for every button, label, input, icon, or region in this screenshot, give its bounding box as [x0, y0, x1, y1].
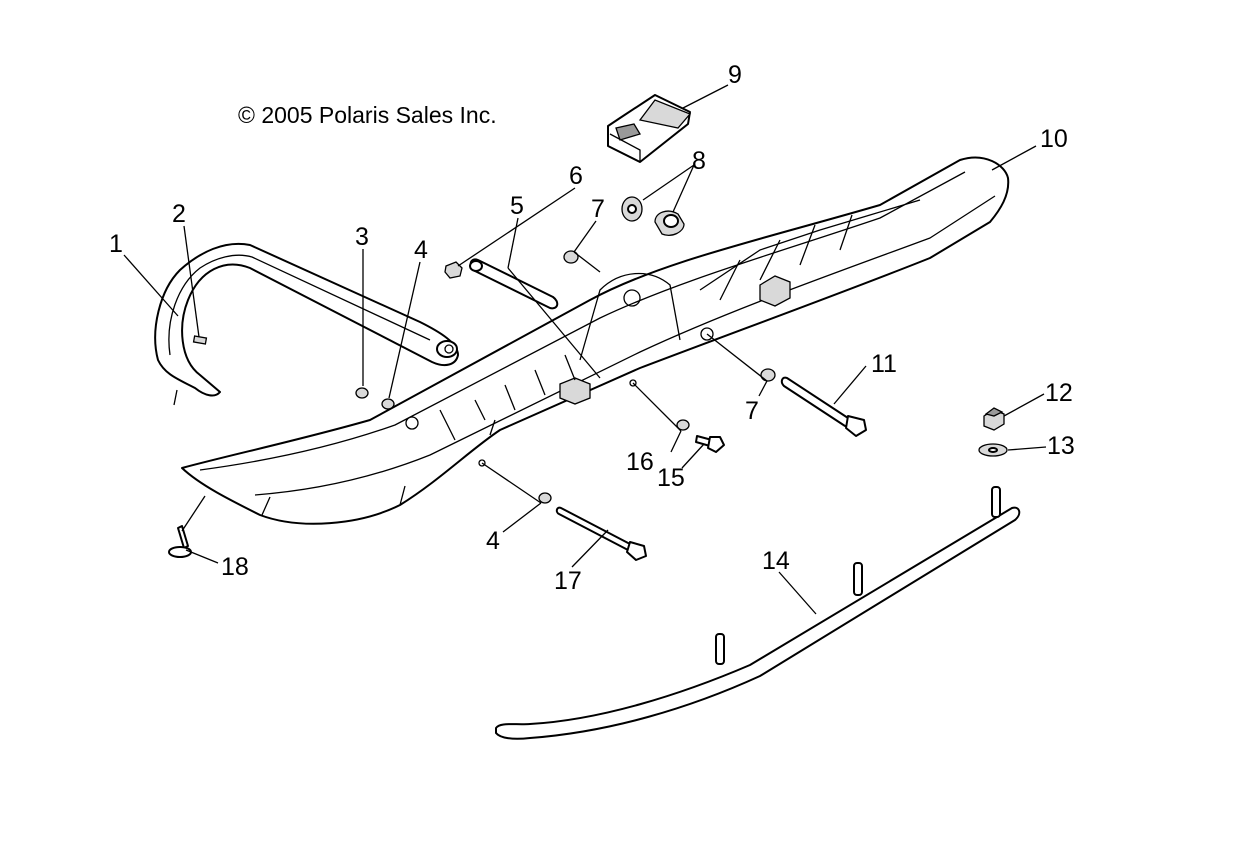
copyright-text: © 2005 Polaris Sales Inc. — [238, 102, 497, 128]
washer-16 — [676, 419, 690, 431]
callout-1: 1 — [109, 230, 123, 258]
washer-upper-7 — [563, 250, 579, 264]
bushing-pair — [621, 196, 685, 236]
ski-body — [181, 156, 1010, 525]
leader-lines — [123, 84, 1047, 615]
wear-block — [607, 94, 692, 163]
pin — [192, 335, 208, 345]
callout-13: 13 — [1047, 432, 1075, 460]
callout-15: 15 — [657, 464, 685, 492]
callout-18: 18 — [221, 553, 249, 581]
callout-2: 2 — [172, 200, 186, 228]
callout-17: 17 — [554, 567, 582, 595]
callout-16: 16 — [626, 448, 654, 476]
lock-nut — [983, 407, 1005, 431]
callout-9: 9 — [728, 61, 742, 89]
callout-6: 6 — [569, 162, 583, 190]
callout-3: 3 — [355, 223, 369, 251]
washer-lower — [538, 492, 552, 504]
bolt-long-17 — [555, 506, 647, 561]
spindle-tube — [469, 258, 559, 310]
nut-small — [355, 387, 369, 399]
callout-labels: 1 2 3 4 5 6 7 8 9 10 11 12 13 14 15 16 1… — [109, 61, 1075, 595]
rivet — [168, 525, 192, 558]
bolt-short — [695, 435, 725, 453]
callout-4: 4 — [414, 236, 428, 264]
callout-12: 12 — [1045, 379, 1073, 407]
washer-upper — [381, 398, 395, 410]
callout-14: 14 — [762, 547, 790, 575]
callout-8: 8 — [692, 147, 706, 175]
callout-5: 5 — [510, 192, 524, 220]
callout-11: 11 — [871, 350, 897, 378]
callout-10: 10 — [1040, 125, 1068, 153]
ski-loop-handle — [154, 242, 459, 406]
callout-7: 7 — [591, 195, 605, 223]
carbide-runner — [495, 486, 1021, 740]
nut-hex — [444, 261, 463, 279]
callout-7-lower: 7 — [745, 397, 759, 425]
bolt-long-11 — [780, 376, 867, 437]
flat-washer — [978, 443, 1008, 457]
callout-4-lower: 4 — [486, 527, 500, 555]
washer-lower-7 — [760, 368, 776, 382]
